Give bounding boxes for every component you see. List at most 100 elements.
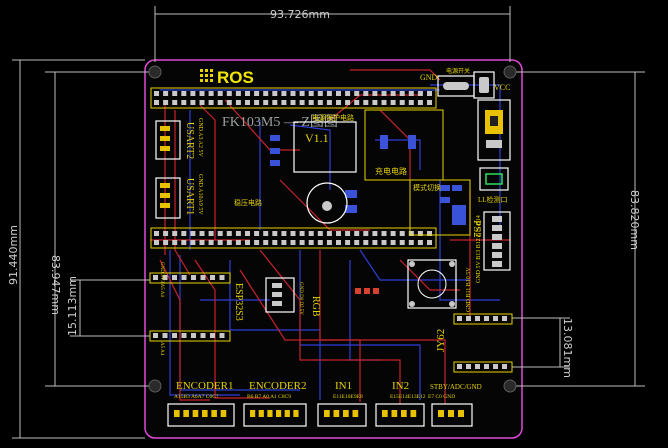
- left-header-pin: [210, 333, 215, 338]
- left-header-pin: [191, 333, 196, 338]
- ps2-pins: [492, 216, 502, 267]
- left-header-pin: [210, 275, 215, 280]
- mcu-pin: [308, 100, 314, 105]
- jy62-pins-label: GND B11 B10 5V: [466, 267, 472, 312]
- power-circuit-label: 电源保护电路: [312, 113, 354, 122]
- connector-pins: A15B3 A6A7 C6C7: [174, 394, 219, 400]
- mcu-pin: [354, 231, 360, 236]
- connector-pin: [293, 410, 299, 417]
- mcu-pin: [354, 240, 360, 245]
- usart1-pins: GND A10A9 5V: [197, 174, 203, 215]
- mcu-pin: [154, 231, 159, 236]
- rgb-label: RGB: [310, 296, 321, 317]
- mcu-pin: [417, 240, 423, 245]
- jy62-pin: [502, 364, 507, 369]
- left-header-pin: [153, 275, 158, 280]
- mcu-pin: [427, 231, 432, 236]
- power-switch: [477, 99, 511, 161]
- mcu-pin: [235, 91, 241, 96]
- connector-pin: [382, 410, 388, 417]
- jy62-pin: [484, 316, 489, 321]
- charge-circuit-label: 充电电路: [375, 166, 407, 176]
- mcu-pin: [372, 100, 378, 105]
- jy62-pin: [457, 364, 462, 369]
- connector-pin: [448, 410, 454, 417]
- capacitor-pad: [322, 201, 332, 211]
- connector-pins: E15E14E13E12: [390, 394, 426, 400]
- usart2-label: USART2: [184, 122, 195, 159]
- mcu-pin: [235, 231, 241, 236]
- usart2-connector: [155, 120, 181, 160]
- mcu-pin: [372, 231, 378, 236]
- mcu-pin: [163, 100, 169, 105]
- mcu-pin: [290, 240, 296, 245]
- left-header-top: [149, 272, 231, 284]
- mcu-pin: [345, 240, 351, 245]
- connector-pin: [324, 410, 330, 417]
- mcu-pin: [317, 100, 323, 105]
- jy62-pin: [484, 364, 489, 369]
- left-header-bottom: [149, 330, 231, 342]
- mcu-pin: [408, 240, 414, 245]
- mcu-pin: [317, 231, 323, 236]
- mcu-pin: [408, 91, 414, 96]
- connector-outline: [167, 403, 235, 427]
- module-label: FK103M5 — Z图图: [222, 115, 338, 130]
- mcu-pin: [381, 240, 387, 245]
- mcu-pin: [399, 240, 405, 245]
- mcu-pin: [181, 100, 187, 105]
- connector-pin: [250, 410, 256, 417]
- mcu-pin: [226, 100, 232, 105]
- mcu-pin: [154, 100, 159, 105]
- mcu-pin: [408, 100, 414, 105]
- mcu-pin: [199, 100, 205, 105]
- connector-pin: [174, 410, 180, 417]
- left-header-pin: [172, 275, 177, 280]
- mcu-pin: [281, 240, 287, 245]
- jy62-pin: [493, 316, 498, 321]
- left-header-pin: [191, 275, 196, 280]
- dim-height-right: 83.820mm: [628, 190, 641, 250]
- connector-name: STBY/ADC/GND: [430, 383, 482, 391]
- mcu-pins: [154, 91, 432, 245]
- mcu-pin: [181, 91, 187, 96]
- mode-switch-box: [409, 179, 471, 236]
- connector-name: ENCODER2: [249, 380, 306, 392]
- mcu-pin: [427, 240, 432, 245]
- tact-switch: [407, 259, 457, 309]
- mcu-pin: [326, 240, 332, 245]
- mcu-pin: [381, 91, 387, 96]
- mcu-pin: [226, 91, 232, 96]
- mcu-pin: [181, 231, 187, 236]
- regulator-label: 稳压电路: [234, 198, 262, 207]
- connector-pin: [352, 410, 359, 417]
- mcu-pin: [408, 231, 414, 236]
- mcu-pin: [326, 231, 332, 236]
- mcu-pin: [254, 100, 260, 105]
- mcu-pin: [254, 91, 260, 96]
- mcu-pin: [254, 240, 260, 245]
- mcu-pin: [363, 240, 369, 245]
- mcu-pin: [172, 100, 178, 105]
- dim-height-left-outer: 91.440mm: [7, 225, 20, 285]
- left-header-pin: [162, 333, 168, 338]
- mcu-pin: [235, 100, 241, 105]
- mcu-pin: [345, 100, 351, 105]
- left-header-pin: [181, 275, 187, 280]
- connector-pin: [333, 410, 340, 417]
- connector-pin: [410, 410, 417, 417]
- jy62-pin: [466, 364, 471, 369]
- connector-pin: [220, 410, 227, 417]
- mcu-pin: [163, 240, 169, 245]
- dim-width-top: 93.726mm: [270, 8, 330, 21]
- vcc-label: VCC: [494, 83, 510, 92]
- mcu-pin: [326, 91, 332, 96]
- mcu-pin: [336, 100, 341, 105]
- mcu-pin: [208, 240, 214, 245]
- left-header-pin: [153, 333, 158, 338]
- version-label: V1.1: [305, 131, 329, 145]
- mcu-pin: [390, 231, 396, 236]
- jy62-label: JY62: [435, 329, 447, 352]
- mcu-pin: [199, 240, 205, 245]
- mcu-pin: [217, 231, 223, 236]
